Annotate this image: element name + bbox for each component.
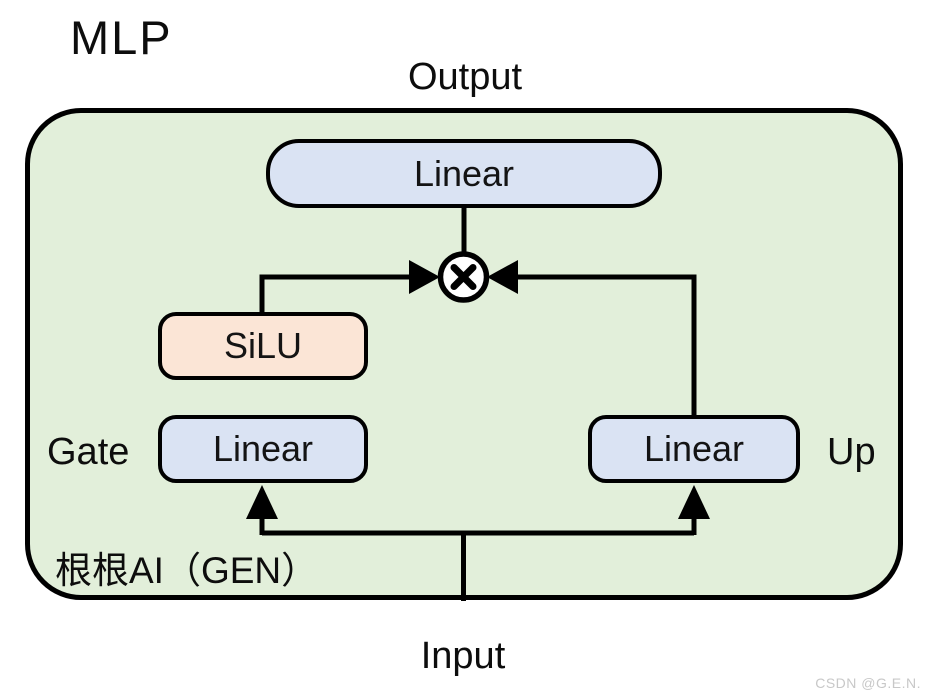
silu-label: SiLU: [223, 325, 303, 366]
output-label: Output: [407, 56, 523, 98]
brand-label: 根根AI（GEN）: [55, 550, 319, 591]
up-label: Up: [827, 431, 876, 473]
diagram-title: MLP: [70, 11, 173, 64]
gate-label: Gate: [47, 431, 130, 473]
top-linear-label: Linear: [413, 152, 515, 194]
gate-linear-box: Linear: [158, 415, 368, 483]
watermark: CSDN @G.E.N.: [815, 675, 921, 691]
up-linear-box: Linear: [588, 415, 800, 483]
gate-linear-label: Linear: [212, 428, 314, 469]
up-linear-label: Linear: [643, 428, 745, 469]
silu-box: SiLU: [158, 312, 368, 380]
input-label: Input: [420, 635, 506, 677]
top-linear-box: Linear: [266, 139, 662, 208]
